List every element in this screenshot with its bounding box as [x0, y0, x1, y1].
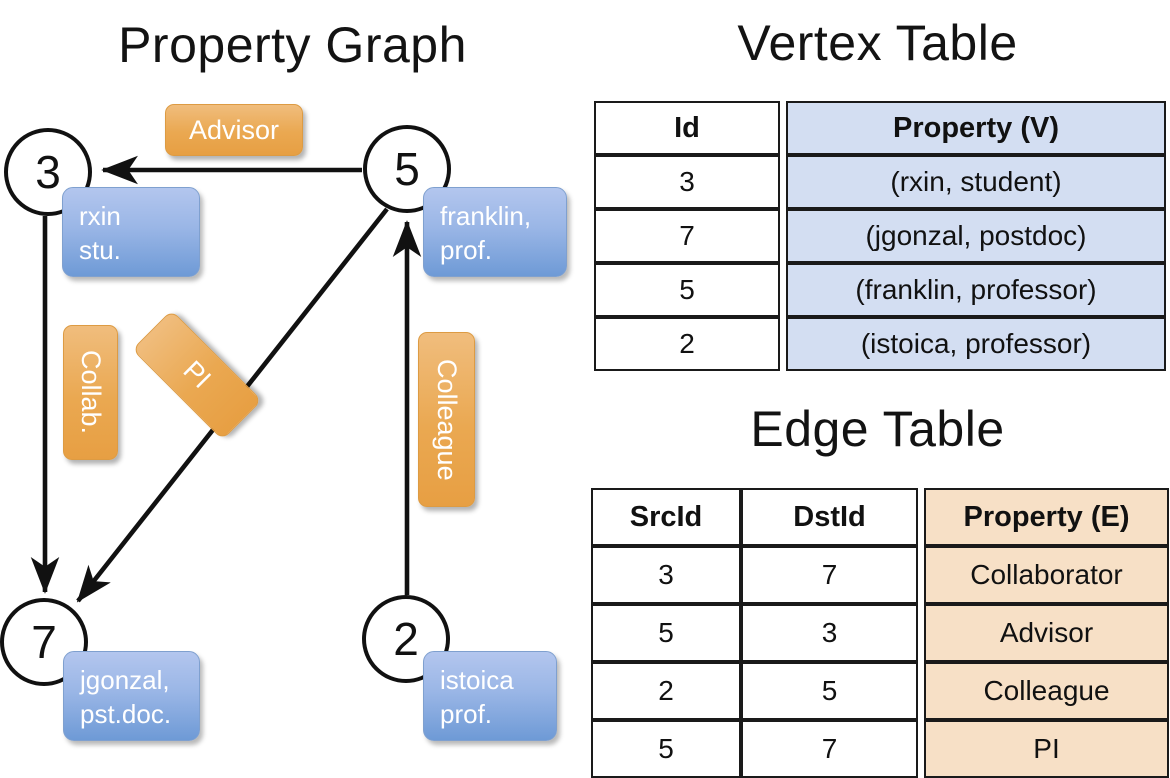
vertex-cell-property: (jgonzal, postdoc) — [786, 209, 1166, 263]
edge-cell-srcid: 5 — [591, 604, 741, 662]
edge-cell-property: Colleague — [924, 662, 1169, 720]
vertex-cell-property: (istoica, professor) — [786, 317, 1166, 371]
edge-cell-property: Collaborator — [924, 546, 1169, 604]
edge-cell-srcid: 2 — [591, 662, 741, 720]
vertex-cell-id: 5 — [594, 263, 780, 317]
vertex-table-header-id: Id — [594, 101, 780, 155]
vertex-property-box-rxin[interactable]: rxin stu. — [62, 187, 200, 277]
table-row[interactable]: 2 (istoica, professor) — [594, 317, 1166, 371]
edge-cell-dstid: 3 — [741, 604, 918, 662]
vertex-property-box-jgonzal[interactable]: jgonzal, pst.doc. — [63, 651, 200, 741]
page-title-property-graph: Property Graph — [118, 17, 467, 73]
edge-cell-srcid: 3 — [591, 546, 741, 604]
table-row[interactable]: 5 3 Advisor — [591, 604, 1169, 662]
edge-cell-property: Advisor — [924, 604, 1169, 662]
edge-table: SrcId DstId Property (E) 3 7 Collaborato… — [591, 488, 1169, 778]
table-row[interactable]: 5 (franklin, professor) — [594, 263, 1166, 317]
vertex-property-line-1: istoica — [440, 665, 514, 695]
vertex-property-line-1: rxin — [79, 201, 121, 231]
graph-node-2[interactable]: 2 — [362, 595, 450, 683]
edge-table-header-row: SrcId DstId Property (E) — [591, 488, 1169, 546]
vertex-property-line-1: franklin, — [440, 201, 532, 231]
vertex-property-line-2: prof. — [440, 699, 493, 730]
vertex-cell-id: 2 — [594, 317, 780, 371]
edge-cell-dstid: 5 — [741, 662, 918, 720]
edge-cell-dstid: 7 — [741, 546, 918, 604]
table-row[interactable]: 5 7 PI — [591, 720, 1169, 778]
edge-cell-property: PI — [924, 720, 1169, 778]
edge-table-header-dstid: DstId — [741, 488, 918, 546]
edge-table-header-property: Property (E) — [924, 488, 1169, 546]
vertex-cell-property: (franklin, professor) — [786, 263, 1166, 317]
vertex-cell-id: 7 — [594, 209, 780, 263]
edge-label-colleague[interactable]: Colleague — [418, 332, 475, 507]
table-row[interactable]: 2 5 Colleague — [591, 662, 1169, 720]
vertex-table-header-row: Id Property (V) — [594, 101, 1166, 155]
property-graph-diagram: 3 5 7 2 rxin stu. franklin, prof. jgonza… — [0, 0, 585, 760]
edge-label-collab[interactable]: Collab. — [63, 325, 118, 460]
edge-table-header-srcid: SrcId — [591, 488, 741, 546]
graph-node-5[interactable]: 5 — [363, 125, 451, 213]
vertex-property-line-2: pst.doc. — [80, 699, 172, 730]
vertex-table: Id Property (V) 3 (rxin, student) 7 (jgo… — [594, 101, 1166, 371]
vertex-table-header-property: Property (V) — [786, 101, 1166, 155]
page-title-vertex-table: Vertex Table — [737, 15, 1018, 71]
vertex-property-box-franklin[interactable]: franklin, prof. — [423, 187, 567, 277]
vertex-property-box-istoica[interactable]: istoica prof. — [423, 651, 557, 741]
edge-cell-srcid: 5 — [591, 720, 741, 778]
table-row[interactable]: 3 7 Collaborator — [591, 546, 1169, 604]
table-row[interactable]: 7 (jgonzal, postdoc) — [594, 209, 1166, 263]
edge-cell-dstid: 7 — [741, 720, 918, 778]
edge-label-advisor[interactable]: Advisor — [165, 104, 303, 156]
vertex-cell-id: 3 — [594, 155, 780, 209]
vertex-cell-property: (rxin, student) — [786, 155, 1166, 209]
table-row[interactable]: 3 (rxin, student) — [594, 155, 1166, 209]
vertex-property-line-2: stu. — [79, 235, 121, 266]
vertex-property-line-1: jgonzal, — [80, 665, 170, 695]
page-title-edge-table: Edge Table — [750, 401, 1005, 457]
vertex-property-line-2: prof. — [440, 235, 493, 266]
